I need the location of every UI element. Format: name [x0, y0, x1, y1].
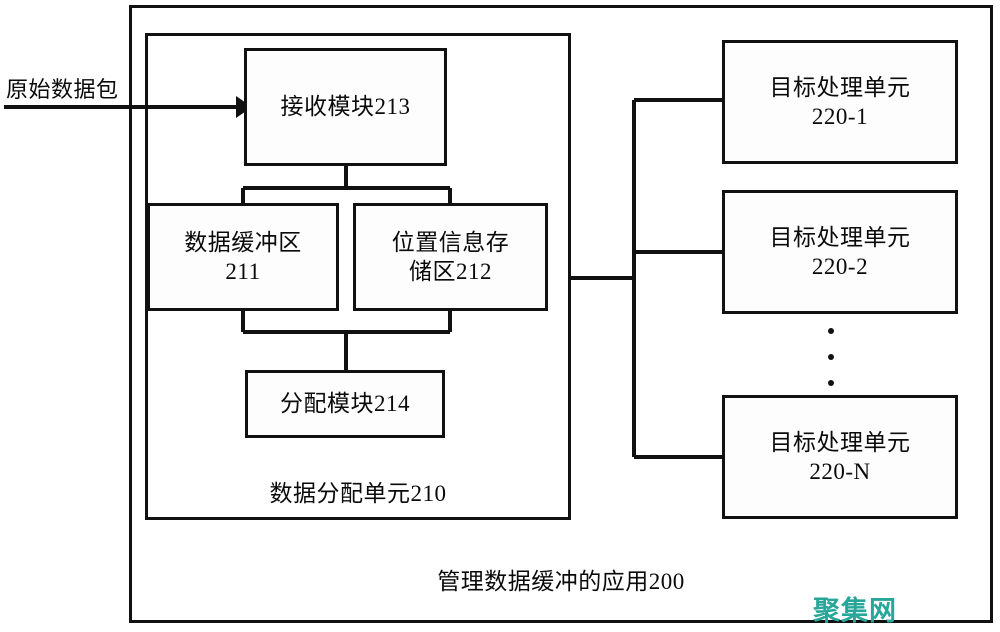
ellipsis-dot — [828, 328, 834, 334]
block-location-info-storage-line2: 储区212 — [409, 259, 492, 284]
block-receive-module[interactable]: 接收模块213 — [244, 48, 447, 166]
block-target-processing-unit-n-line1: 目标处理单元 — [769, 429, 911, 455]
ellipsis-dot — [828, 354, 834, 360]
block-target-processing-unit-1-text: 目标处理单元 220-1 — [770, 73, 911, 132]
block-target-processing-unit-1-line1: 目标处理单元 — [769, 74, 911, 100]
outer-application-frame — [129, 5, 993, 623]
vertical-ellipsis — [827, 328, 835, 386]
block-target-processing-unit-2-line1: 目标处理单元 — [769, 224, 911, 250]
input-label: 原始数据包 — [6, 77, 119, 102]
block-location-info-storage-text: 位置信息存 储区212 — [392, 228, 510, 287]
block-data-buffer-line1: 数据缓冲区 — [184, 229, 302, 255]
ellipsis-dot — [828, 380, 834, 386]
block-allocate-module-label: 分配模块214 — [280, 391, 410, 417]
block-data-buffer-text: 数据缓冲区 211 — [184, 228, 302, 287]
block-target-processing-unit-2-line2: 220-2 — [811, 254, 869, 279]
block-target-processing-unit-2-text: 目标处理单元 220-2 — [770, 223, 911, 282]
block-data-buffer-line2: 211 — [225, 259, 261, 284]
block-allocate-module[interactable]: 分配模块214 — [245, 370, 445, 438]
block-data-buffer[interactable]: 数据缓冲区 211 — [147, 203, 339, 311]
block-location-info-storage[interactable]: 位置信息存 储区212 — [353, 203, 548, 311]
block-target-processing-unit-1[interactable]: 目标处理单元 220-1 — [722, 40, 958, 164]
block-target-processing-unit-1-line2: 220-1 — [811, 104, 869, 129]
block-target-processing-unit-n-line2: 220-N — [809, 459, 871, 484]
block-target-processing-unit-n[interactable]: 目标处理单元 220-N — [722, 395, 958, 519]
data-allocation-unit-label: 数据分配单元210 — [269, 481, 447, 506]
block-receive-module-label: 接收模块213 — [280, 94, 411, 120]
outer-frame-label: 管理数据缓冲的应用200 — [437, 569, 685, 594]
data-allocation-unit-frame — [145, 33, 571, 520]
site-watermark: 聚集网 — [813, 596, 897, 627]
block-target-processing-unit-2[interactable]: 目标处理单元 220-2 — [722, 190, 958, 314]
block-location-info-storage-line1: 位置信息存 — [391, 229, 510, 255]
block-target-processing-unit-n-text: 目标处理单元 220-N — [770, 428, 911, 487]
